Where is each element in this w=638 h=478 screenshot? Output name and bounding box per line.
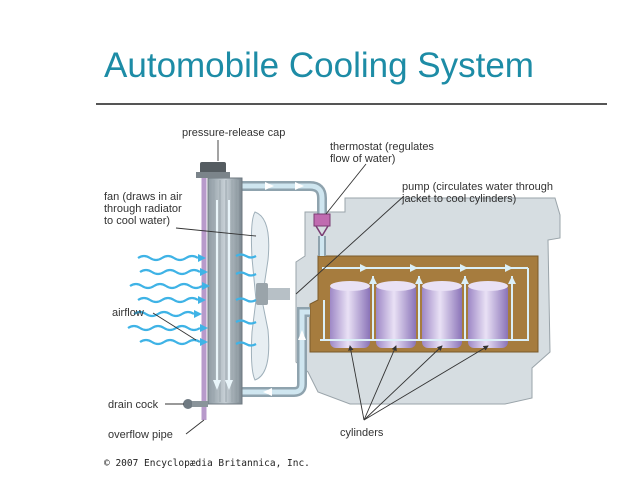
label-airflow: airflow xyxy=(112,307,144,319)
label-fan-line3: to cool water) xyxy=(104,215,170,227)
fan-hub xyxy=(256,283,268,305)
leader-cylinder-3 xyxy=(363,345,443,421)
cylinder-top xyxy=(376,281,416,291)
cylinder-top xyxy=(330,281,370,291)
cylinder-top xyxy=(468,281,508,291)
cylinder-top xyxy=(422,281,462,291)
drain-cock xyxy=(183,399,208,409)
cylinder xyxy=(422,284,462,348)
jacket-arrowheads xyxy=(360,264,516,284)
label-overflow-pipe: overflow pipe xyxy=(108,429,173,441)
label-pump-line2: jacket to cool cylinders) xyxy=(401,193,516,205)
leader-overflow xyxy=(185,419,205,435)
label-fan-line1: fan (draws in air xyxy=(104,191,183,203)
title-divider xyxy=(96,103,607,105)
label-thermostat-line2: flow of water) xyxy=(330,153,395,165)
fan xyxy=(250,211,290,381)
cylinder xyxy=(330,284,370,348)
label-thermostat-line1: thermostat (regulates xyxy=(330,141,434,153)
leader-thermostat xyxy=(325,163,367,215)
leader-cylinder-1 xyxy=(348,345,365,421)
fan-shaft xyxy=(268,288,290,300)
leader-pump xyxy=(295,195,405,295)
leader-airflow xyxy=(152,312,197,341)
radiator xyxy=(207,177,243,405)
label-pressure-release-cap: pressure-release cap xyxy=(182,127,285,139)
label-drain-cock: drain cock xyxy=(108,399,159,411)
jacket-coolant-flow xyxy=(320,267,529,341)
label-cylinders: cylinders xyxy=(340,427,384,439)
page-title: Automobile Cooling System xyxy=(104,46,534,85)
cylinders-group xyxy=(330,281,508,348)
copyright-text: © 2007 Encyclopædia Britannica, Inc. xyxy=(104,458,310,469)
label-pump-line1: pump (circulates water through xyxy=(402,181,553,193)
leader-cylinder-2 xyxy=(363,345,397,421)
label-fan-line2: through radiator xyxy=(104,203,182,215)
thermostat xyxy=(313,213,331,238)
airflow-arrows xyxy=(127,253,257,347)
leader-cylinder-4 xyxy=(363,345,489,421)
cylinder xyxy=(468,284,508,348)
leader-fan xyxy=(175,227,257,237)
cylinder xyxy=(376,284,416,348)
